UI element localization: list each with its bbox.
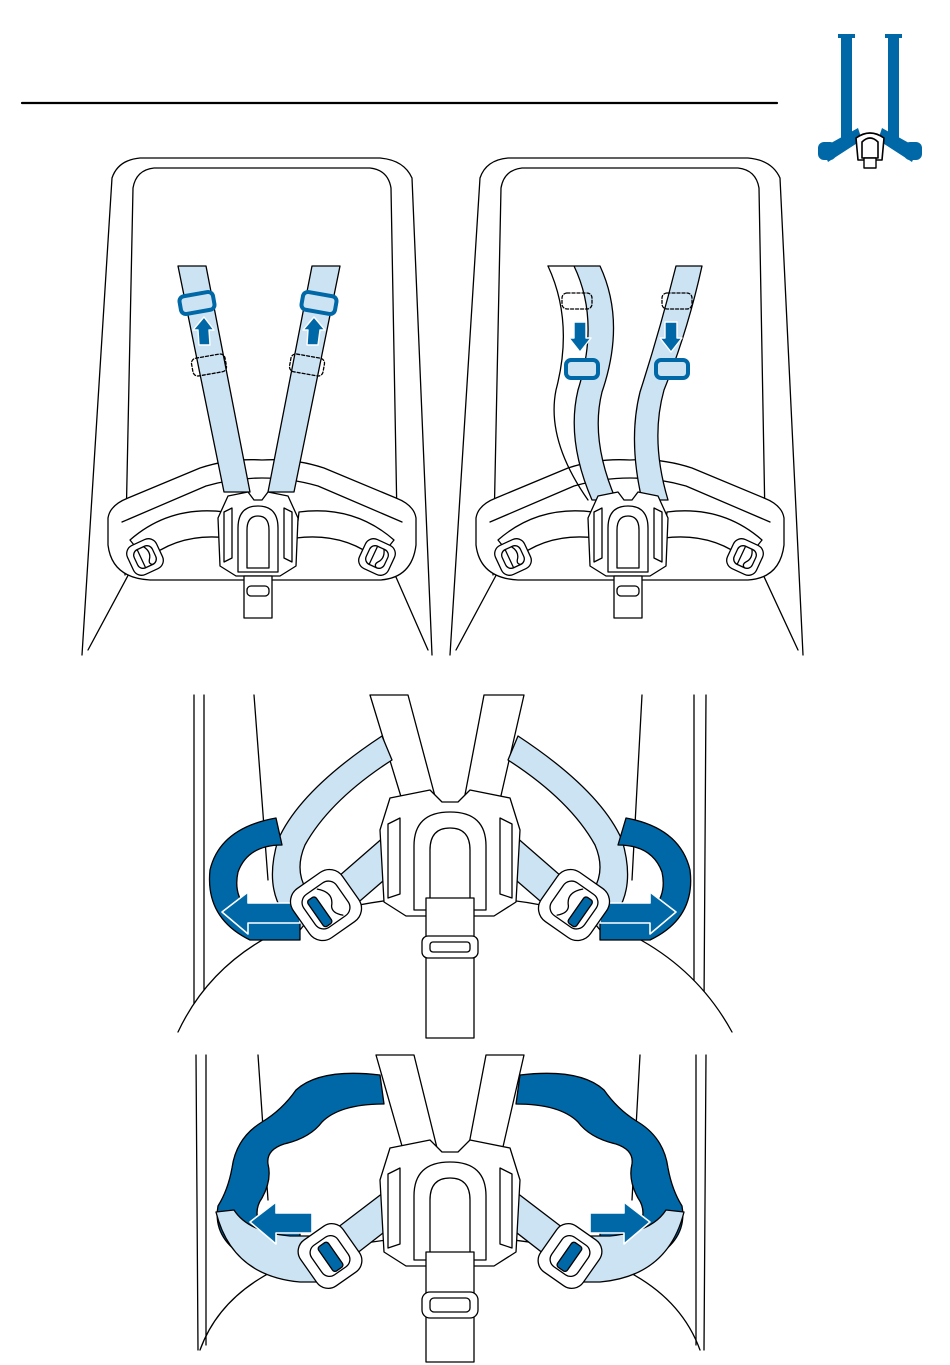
harness-icon xyxy=(818,34,922,168)
right-strap-adjuster[interactable] xyxy=(301,291,338,315)
panel-shoulder-adjuster-down xyxy=(450,158,803,655)
left-strap-adjuster[interactable] xyxy=(179,291,216,315)
panel-hip-strap-loosen xyxy=(196,1055,706,1362)
panel-shoulder-adjuster-up xyxy=(82,158,432,655)
left-strap-adjuster[interactable] xyxy=(566,360,598,378)
panel-hip-strap-tighten xyxy=(178,695,732,1038)
center-buckle[interactable] xyxy=(380,1140,520,1362)
right-strap-adjuster[interactable] xyxy=(656,360,688,378)
